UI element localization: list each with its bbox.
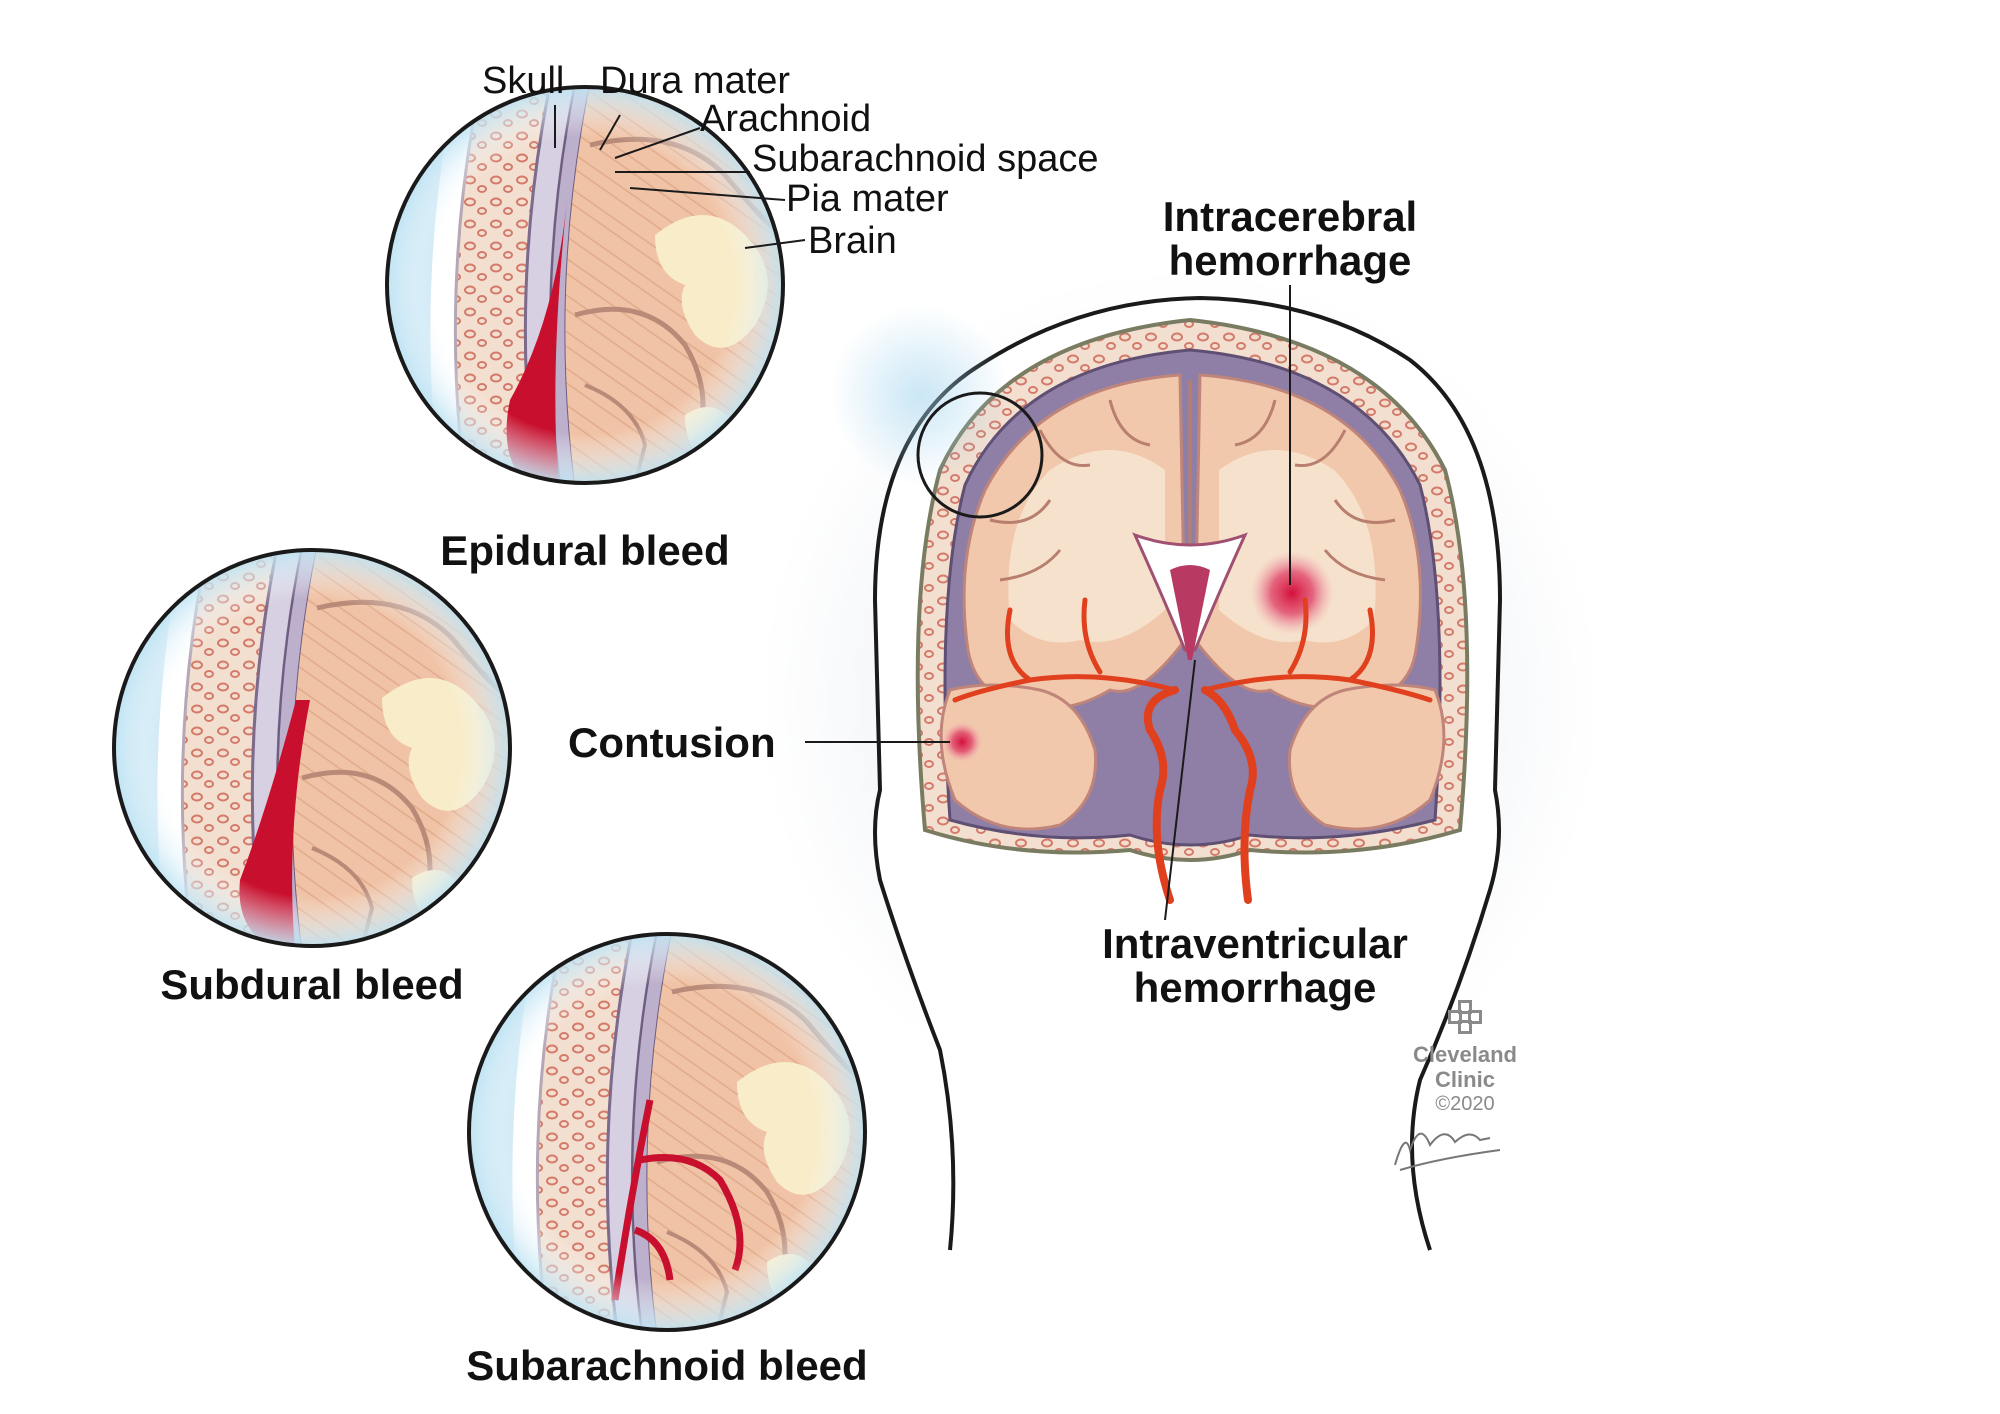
head-cross-section: [760, 270, 1600, 1251]
skull-label: Skull: [482, 60, 565, 102]
arachnoid-leader: [614, 127, 701, 159]
brain-label: Brain: [808, 220, 897, 262]
intracerebral-line1: Intracerebral: [1162, 193, 1418, 240]
intraventricular-line2: hemorrhage: [1133, 964, 1377, 1012]
leader-lines: [554, 105, 1291, 921]
subdural-inset: [112, 548, 512, 948]
artist-signature: [1394, 1132, 1501, 1171]
cleveland-clinic-credit: Cleveland Clinic ©2020: [1400, 1000, 1530, 1116]
credit-line1: Cleveland: [1413, 1042, 1517, 1067]
dura-mater-label: Dura mater: [600, 60, 791, 102]
intracerebral-line2: hemorrhage: [1168, 237, 1412, 285]
dura-leader: [599, 114, 621, 151]
subdural-bleed-label: Subdural bleed: [160, 961, 464, 1008]
credit-year: ©2020: [1435, 1092, 1495, 1115]
intraventricular-leader: [1164, 659, 1196, 921]
cleveland-clinic-logo-icon: [1448, 1000, 1482, 1034]
contusion-label: Contusion: [568, 719, 776, 766]
pia-mater-label: Pia mater: [786, 178, 949, 220]
epidural-inset: [385, 85, 785, 485]
arachnoid-label: Arachnoid: [700, 98, 872, 140]
epidural-bleed-label: Epidural bleed: [440, 527, 730, 574]
pia-mater-leader: [629, 187, 786, 201]
intraventricular-line1: Intraventricular: [1102, 920, 1408, 967]
credit-line2: Clinic: [1435, 1067, 1495, 1093]
brain-leader: [744, 239, 806, 249]
subarachnoid-space-label: Subarachnoid space: [752, 138, 1099, 180]
intracerebral-hemorrhage-label: Intracerebral hemorrhage: [1162, 193, 1418, 285]
intraventricular-hemorrhage-label: Intraventricular hemorrhage: [1102, 920, 1408, 1012]
subarachnoid-bleed-label: Subarachnoid bleed: [466, 1342, 868, 1389]
subarachnoid-inset: [467, 932, 867, 1332]
